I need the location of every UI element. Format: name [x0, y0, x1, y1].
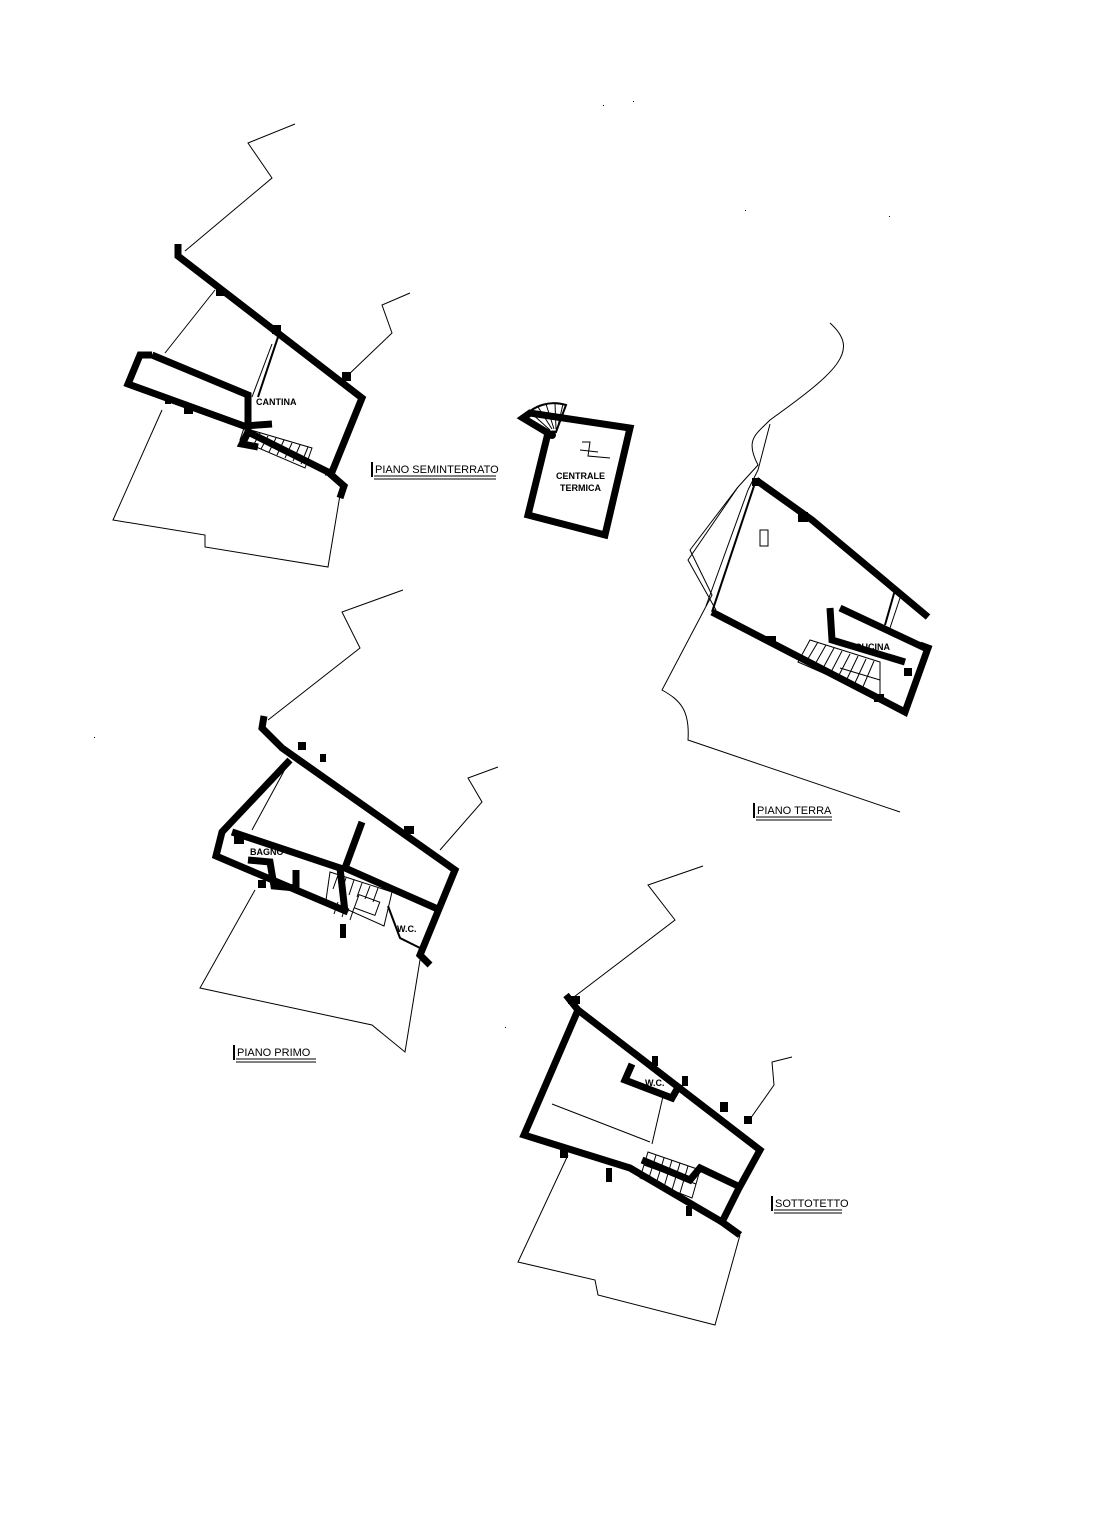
- title-seminterrato: PIANO SEMINTERRATO: [371, 462, 499, 480]
- plan-sottotetto: W.C. SOTTOTETTO: [517, 865, 849, 1326]
- title-primo: PIANO PRIMO: [233, 1045, 316, 1063]
- staircase: [239, 427, 313, 469]
- staircase: [639, 1151, 701, 1199]
- room-label-wc: W.C.: [645, 1078, 665, 1088]
- staircase: [797, 639, 881, 699]
- title-terra: PIANO TERRA: [753, 803, 832, 821]
- room-label-bagno: BAGNO: [250, 847, 284, 857]
- svg-text:PIANO TERRA: PIANO TERRA: [757, 805, 832, 817]
- svg-text:PIANO SEMINTERRATO: PIANO SEMINTERRATO: [375, 464, 499, 476]
- plan-primo: BAGNO W.C. PIANO PRIMO: [199, 589, 499, 1063]
- room-label-cucina: CUCINA: [855, 642, 890, 652]
- plan-centrale-termica: CENTRALE TERMICA: [516, 402, 635, 540]
- staircase: [325, 871, 393, 927]
- room-label-centrale-line1: CENTRALE: [556, 471, 605, 481]
- scan-specks: [94, 101, 890, 1028]
- room-label-cantina: CANTINA: [256, 397, 297, 407]
- svg-text:SOTTOTETTO: SOTTOTETTO: [775, 1198, 849, 1210]
- plan-seminterrato: CANTINA PIANO SEMINTERRATO: [112, 123, 499, 568]
- title-sottotetto: SOTTOTETTO: [771, 1196, 849, 1214]
- plan-terra: CUCINA PIANO TERRA: [661, 322, 933, 821]
- svg-text:PIANO PRIMO: PIANO PRIMO: [237, 1047, 311, 1059]
- room-label-centrale-line2: TERMICA: [560, 483, 601, 493]
- room-label-wc: W.C.: [397, 924, 417, 934]
